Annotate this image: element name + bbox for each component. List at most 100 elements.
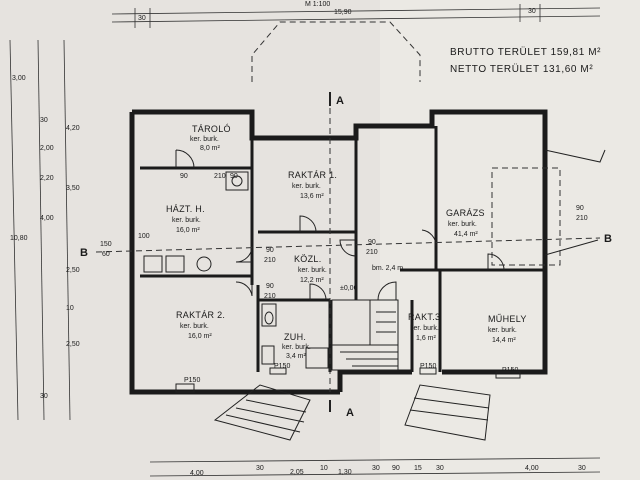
door-label: 90 — [368, 239, 376, 246]
room-floor: ker. burk. — [180, 323, 209, 330]
room-area: 41,4 m² — [454, 231, 478, 238]
room-area: 8,0 m² — [200, 145, 221, 152]
dim-left-5: 4,00 — [40, 215, 54, 222]
dim-bottom-8: 15 — [414, 465, 422, 472]
room-name: RAKT.3 — [408, 312, 440, 322]
room-floor: ker. burk. — [298, 267, 327, 274]
window-label: P150 — [502, 367, 518, 374]
section-b-right: B — [604, 233, 612, 245]
room-rakt-3: RAKT.3 ker. burk. 1,6 m² — [408, 312, 440, 342]
door-swings — [175, 149, 505, 301]
room-kozl: KÖZL. ker. burk. 12,2 m² — [294, 254, 327, 284]
room-muhely: MŰHELY ker. burk. 14,4 m² — [488, 314, 527, 344]
room-name: ZUH. — [284, 332, 306, 342]
dim-left-9: 2,50 — [66, 341, 80, 348]
room-floor: ker. burk. — [410, 325, 439, 332]
exterior-steps — [213, 384, 491, 441]
top-dimension-chain: 30 15,90 30 M 1:100 — [111, 1, 601, 28]
room-hazt-h: HÁZT. H. ker. burk. 16,0 m² — [166, 204, 205, 234]
room-garazs: GARÁZS ker. burk. 41,4 m² — [446, 208, 485, 238]
room-name: KÖZL. — [294, 254, 322, 264]
interior-walls — [140, 126, 545, 372]
door-label: 90 — [266, 283, 274, 290]
door-label: 100 — [138, 233, 150, 240]
room-name: RAKTÁR 2. — [176, 310, 225, 320]
staircase — [331, 299, 399, 371]
section-line-a: A A — [329, 92, 354, 419]
room-raktar-2: RAKTÁR 2. ker. burk. 16,0 m² — [176, 310, 225, 340]
room-area: 16,0 m² — [188, 333, 212, 340]
dim-bottom-11: 30 — [578, 465, 586, 472]
dim-left-far-1: 4,20 — [66, 125, 80, 132]
dim-bottom-1: 4,00 — [190, 470, 204, 477]
room-area: 12,2 m² — [300, 277, 324, 284]
brutto-area: BRUTTO TERÜLET 159,81 M² — [450, 46, 601, 58]
room-name: RAKTÁR 1. — [288, 170, 337, 180]
dim-left-10: 30 — [40, 393, 48, 400]
door-label: 90 — [576, 205, 584, 212]
scale-label: M 1:100 — [305, 1, 330, 8]
dim-bottom-2: 30 — [256, 465, 264, 472]
door-label: 150 — [100, 241, 112, 248]
dim-left-8: 10 — [66, 305, 74, 312]
room-floor: ker. burk. — [172, 217, 201, 224]
dim-bottom-5: 1,30 — [338, 469, 352, 476]
section-line-b: B B — [80, 233, 612, 259]
room-floor: ker. burk. — [448, 221, 477, 228]
room-area: 1,6 m² — [416, 335, 437, 342]
room-area: 13,6 m² — [300, 193, 324, 200]
room-floor: ker. burk. — [282, 344, 311, 351]
exterior-walls — [129, 109, 548, 395]
dim-top-right: 30 — [528, 8, 536, 15]
door-label: 90 — [180, 173, 188, 180]
section-a-top: A — [336, 95, 344, 107]
dim-left-2: 30 — [40, 117, 48, 124]
room-name: MŰHELY — [488, 314, 527, 324]
window-label: P150 — [274, 363, 290, 370]
room-name: TÁROLÓ — [192, 124, 231, 134]
door-label: 210 — [264, 257, 276, 264]
room-area: 16,0 m² — [176, 227, 200, 234]
room-taroló: TÁROLÓ ker. burk. 8,0 m² — [190, 124, 231, 152]
bay-projection — [251, 21, 421, 82]
section-a-bottom: A — [346, 407, 354, 419]
dim-left-3: 2,00 — [40, 145, 54, 152]
dim-bottom-6: 30 — [372, 465, 380, 472]
dim-bottom-4: 10 — [320, 465, 328, 472]
door-label: 90 — [230, 173, 238, 180]
bottom-dimension-chain: 4,00 30 2,05 10 1,30 30 90 15 30 4,00 30 — [149, 457, 601, 477]
dim-left-7: 2,50 — [66, 267, 80, 274]
garage-ramp — [544, 149, 606, 163]
left-dimension-chain: 3,00 30 2,00 3,50 4,00 10,80 2,50 10 2,5… — [9, 39, 80, 421]
dim-left-6: 10,80 — [10, 235, 28, 242]
dim-top-total: 15,90 — [334, 9, 352, 16]
dim-left-1: 3,00 — [12, 75, 26, 82]
dim-left-4: 3,50 — [66, 185, 80, 192]
room-floor: ker. burk. — [190, 136, 219, 143]
door-label: 60 — [102, 251, 110, 258]
window-label: P150 — [184, 377, 200, 384]
room-name: GARÁZS — [446, 208, 485, 218]
room-name: HÁZT. H. — [166, 204, 205, 214]
room-floor: ker. burk. — [488, 327, 517, 334]
netto-area: NETTO TERÜLET 131,60 M² — [450, 63, 593, 75]
door-annotations: 90 210 90 210 90 210 90 210 90 210 150 6… — [100, 173, 588, 384]
door-label: 210 — [214, 173, 226, 180]
fixtures — [143, 171, 329, 369]
window-markers — [175, 367, 521, 393]
dim-bottom-10: 4,00 — [525, 465, 539, 472]
elevation-label: ±0,00 — [340, 285, 358, 292]
door-label: 210 — [264, 293, 276, 300]
room-floor: ker. burk. — [292, 183, 321, 190]
window-label: P150 — [420, 363, 436, 370]
door-label: 90 — [266, 247, 274, 254]
section-b-left: B — [80, 247, 88, 259]
room-raktar-1: RAKTÁR 1. ker. burk. 13,6 m² — [288, 170, 337, 200]
dim-bottom-3: 2,05 — [290, 469, 304, 476]
room-zuh: ZUH. ker. burk. 3,4 m² — [282, 332, 311, 360]
dim-bottom-9: 30 — [436, 465, 444, 472]
beam-label: bm. 2,4 m — [372, 265, 403, 272]
room-area: 14,4 m² — [492, 337, 516, 344]
dim-bottom-7: 90 — [392, 465, 400, 472]
